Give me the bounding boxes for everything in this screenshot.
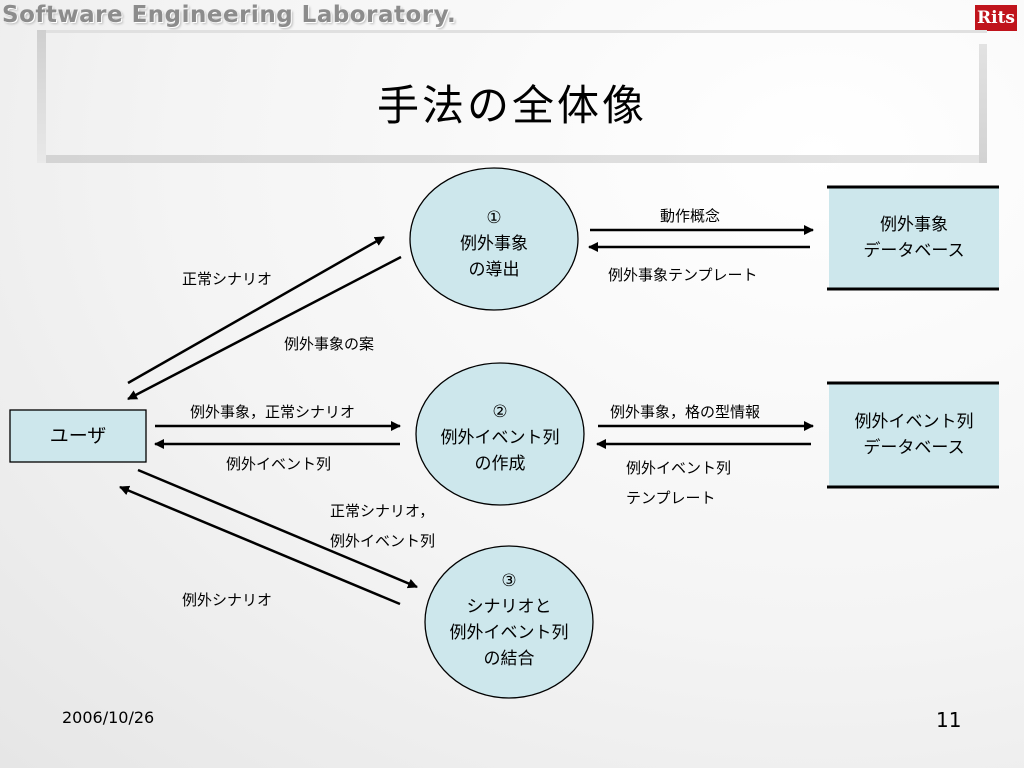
db2-body: [829, 383, 999, 487]
db1-line2: データベース: [863, 241, 965, 261]
step3-text: ③ シナリオと 例外イベント列 の結合: [429, 568, 589, 672]
db1-line1: 例外事象: [880, 215, 948, 235]
step1-line2: の導出: [468, 260, 520, 280]
label-exc-normal: 例外事象，正常シナリオ: [190, 403, 356, 421]
step3-number: ③: [501, 571, 517, 591]
step3-circle: [424, 545, 594, 699]
user-box: [9, 409, 147, 463]
arrow-exception-proposal: [127, 255, 402, 401]
label-seq-template-1: 例外イベント列: [626, 459, 732, 477]
title-frame-top: [46, 30, 987, 33]
db1-text: 例外事象 データベース: [829, 212, 999, 264]
arrow-normal-scenario: [127, 235, 385, 385]
user-label: ユーザ: [49, 425, 107, 447]
label-normal-seq-2: 例外イベント列: [330, 532, 436, 550]
step2-number: ②: [492, 402, 508, 422]
title-frame-right: [979, 44, 987, 163]
arrow-normal-seq: [137, 468, 418, 589]
label-seq-template-2: テンプレート: [626, 489, 716, 507]
label-exception-proposal: 例外事象の案: [284, 335, 375, 353]
page-number: 11: [936, 708, 962, 732]
page-title: 手法の全体像: [376, 81, 647, 130]
step2-line1: 例外イベント列: [440, 428, 560, 448]
title-frame-bottom: [46, 155, 987, 163]
label-exc-case: 例外事象，格の型情報: [610, 403, 761, 421]
step3-line1: シナリオと: [466, 597, 552, 617]
lab-name-header: Software Engineering Laboratory.: [2, 2, 457, 28]
label-normal-seq-1: 正常シナリオ，: [330, 502, 435, 520]
label-exc-seq: 例外イベント列: [226, 455, 332, 473]
label-exception-template: 例外事象テンプレート: [608, 266, 758, 284]
step1-line1: 例外事象: [460, 234, 528, 254]
label-exc-scenario: 例外シナリオ: [182, 591, 273, 609]
step2-line2: の作成: [474, 454, 526, 474]
title-frame-left: [37, 30, 46, 163]
step3-line2: 例外イベント列: [449, 623, 569, 643]
step2-circle: [415, 362, 585, 506]
rits-logo: Rits: [975, 5, 1017, 31]
label-motion-concept: 動作概念: [660, 207, 721, 225]
arrow-exc-scenario: [119, 485, 401, 606]
step1-number: ①: [486, 208, 502, 228]
step3-line3: の結合: [483, 649, 535, 669]
step1-text: ① 例外事象 の導出: [414, 205, 574, 283]
step2-text: ② 例外イベント列 の作成: [420, 399, 580, 477]
footer-date: 2006/10/26: [62, 708, 155, 727]
label-normal-scenario: 正常シナリオ: [182, 270, 273, 288]
db2-line1: 例外イベント列: [854, 412, 974, 432]
db1-body: [829, 187, 999, 289]
db2-text: 例外イベント列 データベース: [829, 409, 999, 461]
db2-line2: データベース: [863, 438, 965, 458]
step1-circle: [409, 167, 579, 311]
